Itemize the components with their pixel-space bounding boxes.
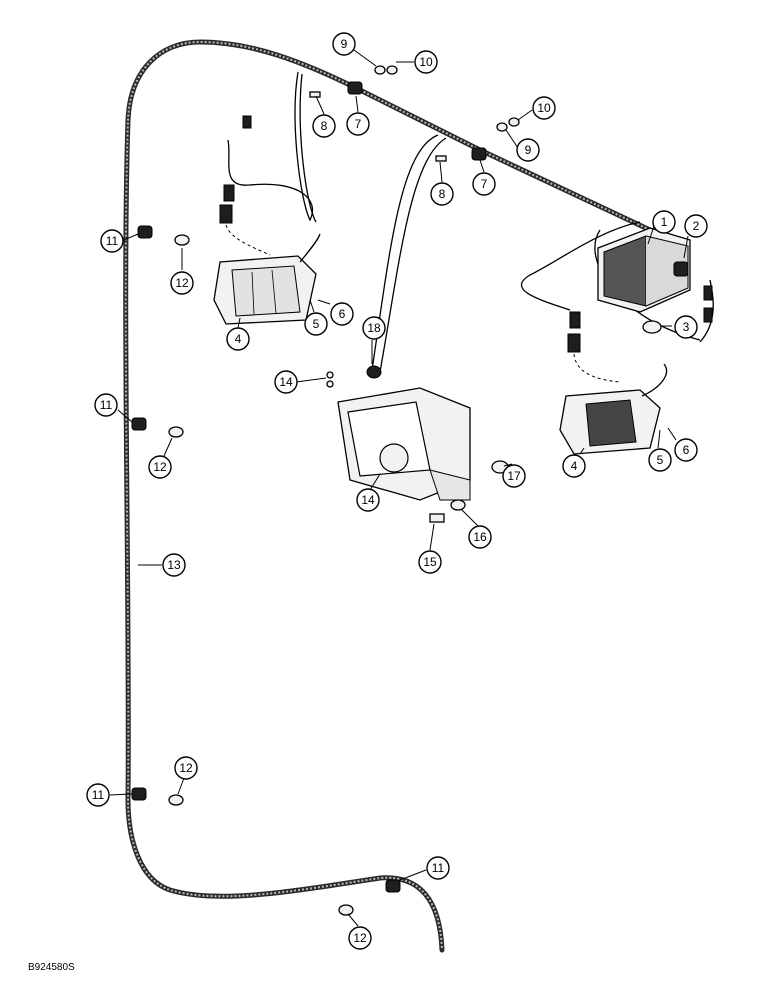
svg-text:1: 1	[661, 215, 668, 229]
svg-text:5: 5	[657, 453, 664, 467]
work-lamp	[597, 227, 691, 313]
part-label: 12	[348, 926, 372, 950]
svg-text:12: 12	[153, 460, 167, 474]
alarm-bracket	[326, 365, 471, 501]
harness-clamps	[131, 65, 520, 916]
svg-text:16: 16	[473, 530, 487, 544]
lamp-nut	[642, 320, 662, 334]
svg-text:18: 18	[367, 321, 381, 335]
part-label: 11	[94, 393, 118, 417]
main-harness	[123, 39, 653, 953]
svg-text:5: 5	[313, 317, 320, 331]
part-label: 8	[312, 114, 336, 138]
part-label: 2	[684, 214, 708, 238]
part-label: 1	[652, 210, 676, 234]
svg-text:11: 11	[92, 788, 105, 802]
connectors	[219, 115, 713, 383]
part-label: 11	[100, 229, 124, 253]
part-label: 8	[430, 182, 454, 206]
part-label: 5	[304, 312, 328, 336]
svg-text:15: 15	[423, 555, 437, 569]
part-label: 15	[418, 550, 442, 574]
svg-text:14: 14	[361, 493, 375, 507]
svg-text:6: 6	[683, 443, 690, 457]
part-label: 12	[174, 756, 198, 780]
svg-text:14: 14	[279, 375, 293, 389]
part-labels: 1 2 3 4 4 5 5 6 6 7 7 8 8 9 9 10 10 11 1…	[86, 32, 708, 950]
svg-text:8: 8	[439, 187, 446, 201]
part-label: 11	[86, 783, 110, 807]
svg-text:13: 13	[167, 558, 181, 572]
part-label: 9	[516, 138, 540, 162]
part-label: 6	[674, 438, 698, 462]
leader-lines	[109, 49, 689, 927]
drawing-code: B924580S	[28, 962, 75, 973]
svg-text:8: 8	[321, 119, 328, 133]
part-label: 10	[414, 50, 438, 74]
svg-text:4: 4	[571, 459, 578, 473]
part-label: 4	[226, 327, 250, 351]
part-label: 17	[502, 464, 526, 488]
tail-light-left	[213, 233, 321, 325]
part-label: 14	[274, 370, 298, 394]
part-label: 12	[170, 271, 194, 295]
svg-text:11: 11	[106, 234, 119, 248]
part-label: 7	[472, 172, 496, 196]
tail-light-right	[559, 363, 668, 455]
svg-text:2: 2	[693, 219, 700, 233]
part-label: 9	[332, 32, 356, 56]
svg-text:10: 10	[419, 55, 433, 69]
part-label: 7	[346, 112, 370, 136]
branch-wires	[227, 71, 714, 373]
svg-text:12: 12	[353, 931, 367, 945]
part-label: 14	[356, 488, 380, 512]
svg-text:12: 12	[175, 276, 189, 290]
part-label: 10	[532, 96, 556, 120]
svg-text:10: 10	[537, 101, 551, 115]
part-label: 12	[148, 455, 172, 479]
svg-text:12: 12	[179, 761, 193, 775]
svg-text:9: 9	[525, 143, 532, 157]
svg-text:17: 17	[507, 469, 521, 483]
part-label: 13	[162, 553, 186, 577]
part-label: 5	[648, 448, 672, 472]
svg-text:4: 4	[235, 332, 242, 346]
part-label: 16	[468, 525, 492, 549]
svg-text:7: 7	[355, 117, 362, 131]
part-label: 3	[674, 315, 698, 339]
svg-text:7: 7	[481, 177, 488, 191]
svg-text:11: 11	[100, 398, 113, 412]
svg-text:6: 6	[339, 307, 346, 321]
part-label: 18	[362, 316, 386, 340]
svg-text:3: 3	[683, 320, 690, 334]
part-label: 11	[426, 856, 450, 880]
svg-text:11: 11	[432, 861, 445, 875]
svg-text:9: 9	[341, 37, 348, 51]
part-label: 6	[330, 302, 354, 326]
part-label: 4	[562, 454, 586, 478]
